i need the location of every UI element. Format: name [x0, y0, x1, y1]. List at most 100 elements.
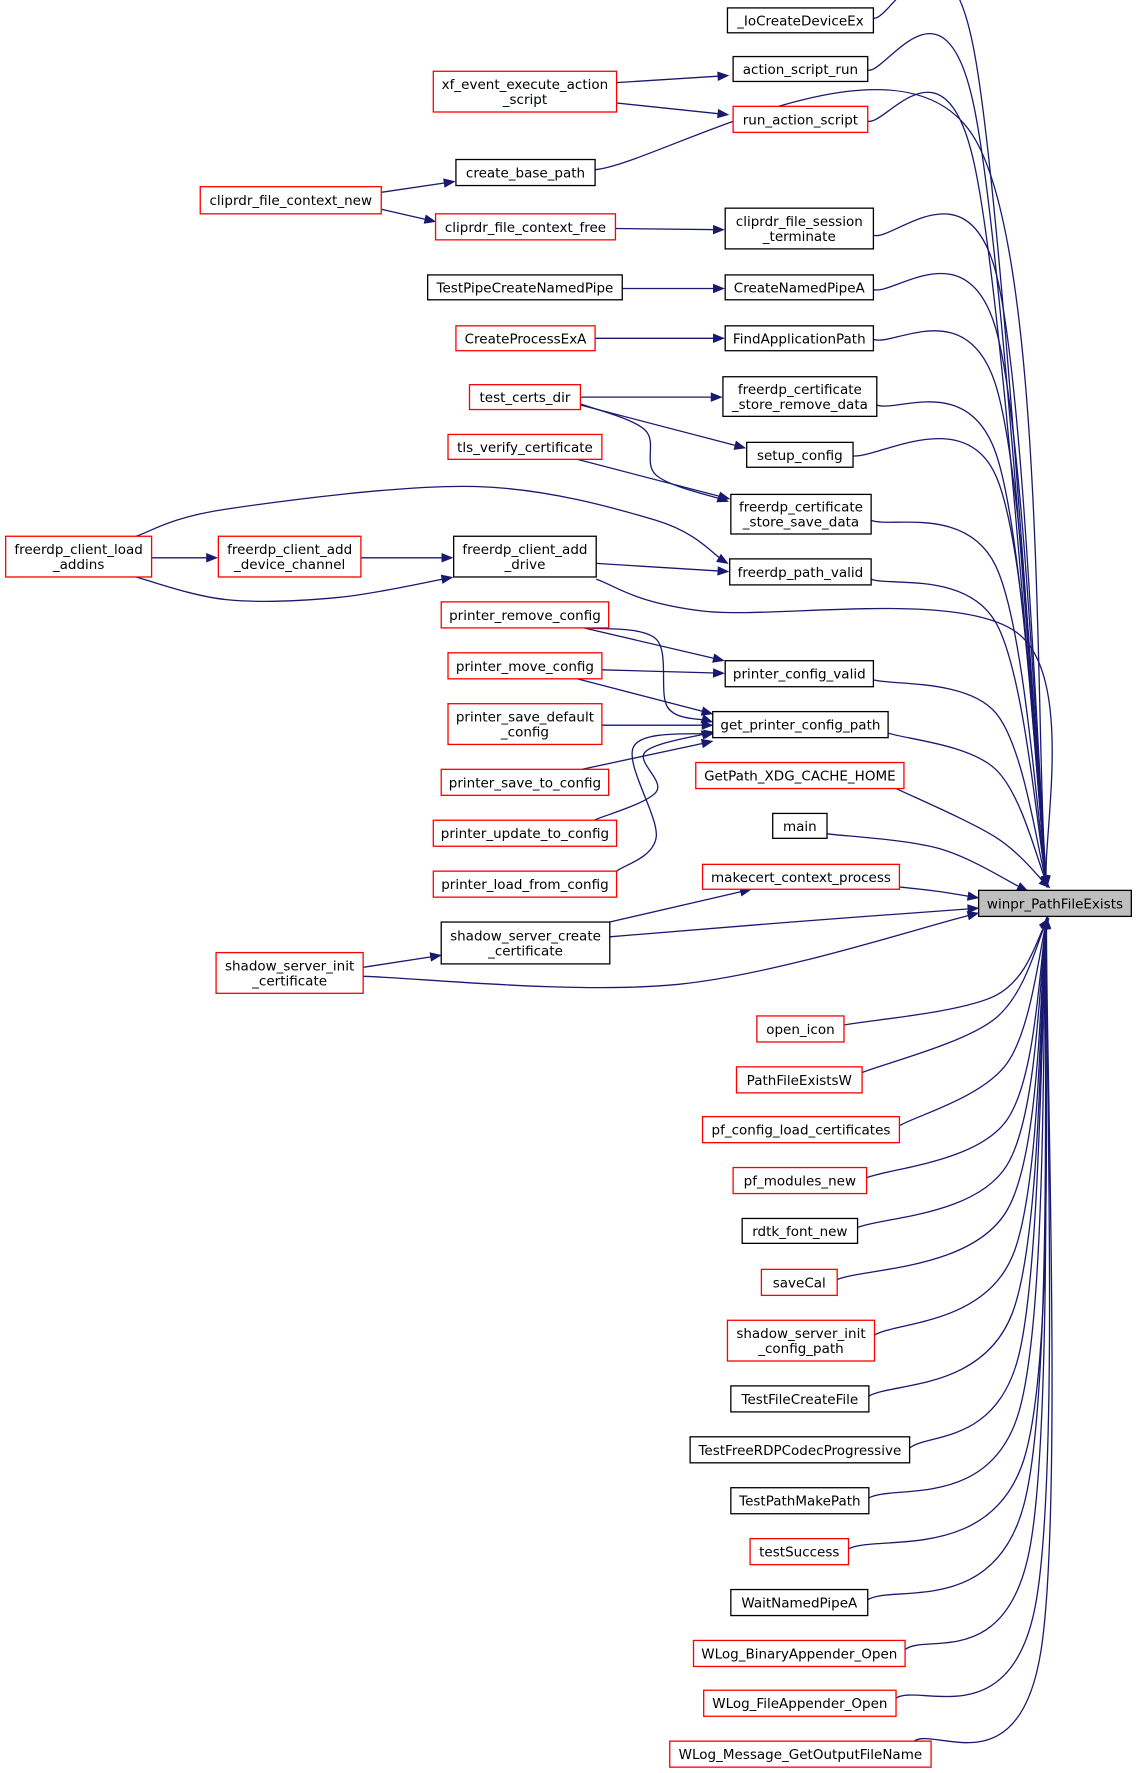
function-node[interactable]: printer_config_valid — [724, 660, 875, 688]
function-node[interactable]: pf_modules_new — [732, 1166, 868, 1195]
function-node[interactable]: GetPath_XDG_CACHE_HOME — [695, 761, 905, 790]
function-node[interactable]: xf_event_execute_action_script — [432, 70, 618, 113]
function-node[interactable]: TestFileCreateFile — [730, 1385, 870, 1413]
function-node[interactable]: shadow_server_init_certificate — [215, 951, 364, 994]
arrowhead-prmove-to-getprinterpath — [700, 706, 714, 716]
function-node[interactable]: saveCal — [760, 1268, 838, 1297]
function-node[interactable]: printer_remove_config — [440, 601, 610, 629]
function-node[interactable]: printer_move_config — [447, 652, 603, 680]
function-node[interactable]: printer_load_from_config — [432, 870, 618, 898]
arrowhead-prsaveto-to-getprinterpath — [700, 738, 714, 749]
function-node[interactable]: shadow_server_create_certificate — [440, 921, 611, 965]
node-box — [726, 7, 875, 34]
function-node[interactable]: printer_save_default_config — [447, 703, 603, 746]
node-box — [426, 274, 623, 301]
edge-adddrive-to-root — [596, 578, 1053, 883]
function-node[interactable]: freerdp_client_add_device_channel — [217, 535, 362, 578]
node-label: shadow_server_create — [450, 928, 601, 944]
arrowhead-shadowinitcert-to-root — [966, 911, 980, 921]
function-node[interactable]: _IoCreateDeviceEx — [726, 7, 875, 34]
node-box — [741, 1217, 859, 1244]
function-node[interactable]: action_script_run — [732, 55, 869, 83]
node-label: printer_update_to_config — [441, 826, 609, 842]
arrowhead-makecert-to-root — [966, 891, 980, 901]
arrowhead-shadowinitcert-to-shadowcreate — [429, 952, 442, 962]
node-label: shadow_server_init — [225, 958, 354, 974]
edge-shadowcreate-to-makecert — [609, 889, 747, 923]
node-box — [701, 863, 901, 890]
node-label: pf_modules_new — [744, 1174, 856, 1190]
node-box — [468, 384, 582, 411]
function-node[interactable]: cliprdr_file_session_terminate — [724, 207, 875, 250]
node-box — [447, 433, 603, 460]
node-label: freerdp_client_add — [462, 542, 587, 558]
node-box — [724, 274, 875, 301]
edge-cliprdrnew-to-createbase — [381, 181, 451, 193]
node-box — [695, 761, 905, 790]
function-node[interactable]: WLog_BinaryAppender_Open — [692, 1639, 906, 1668]
edge-testpathmake-to-root — [868, 921, 1048, 1499]
node-label: printer_load_from_config — [441, 877, 608, 893]
edge-makecert-to-root — [899, 886, 975, 898]
function-node[interactable]: freerdp_path_valid — [729, 558, 872, 586]
edge-adddrive-to-pathvalid — [596, 562, 725, 572]
function-node[interactable]: TestFreeRDPCodecProgressive — [689, 1436, 911, 1464]
function-node[interactable]: FindApplicationPath — [724, 325, 875, 352]
node-label: _script — [502, 92, 547, 108]
node-label: freerdp_path_valid — [738, 565, 864, 581]
function-node[interactable]: open_icon — [756, 1015, 845, 1043]
function-node[interactable]: setup_config — [746, 441, 854, 468]
node-box — [440, 921, 611, 965]
function-node[interactable]: makecert_context_process — [701, 863, 901, 890]
function-node[interactable]: tls_verify_certificate — [447, 433, 603, 460]
edge-pathexistsw-to-root — [861, 921, 1048, 1074]
function-node[interactable]: cliprdr_file_context_new — [199, 186, 382, 215]
node-label: cliprdr_file_context_new — [209, 193, 372, 209]
function-node[interactable]: WLog_Message_GetOutputFileName — [669, 1740, 932, 1768]
node-label: pf_config_load_certificates — [712, 1123, 891, 1139]
function-node[interactable]: WLog_FileAppender_Open — [703, 1689, 897, 1717]
function-node[interactable]: CreateNamedPipeA — [724, 274, 875, 301]
function-node[interactable]: rdtk_font_new — [741, 1217, 859, 1244]
function-node[interactable]: freerdp_client_load_addins — [5, 535, 153, 578]
node-label: printer_save_default — [456, 710, 594, 726]
root-function-node[interactable]: winpr_PathFileExists — [977, 889, 1132, 918]
function-node[interactable]: testSuccess — [749, 1537, 850, 1566]
edge-setupconfig-to-root — [852, 437, 1048, 883]
arrowhead-createproc-to-findapp — [713, 333, 725, 344]
function-node[interactable]: run_action_script — [732, 105, 869, 134]
function-node[interactable]: freerdp_certificate_store_save_data — [730, 493, 872, 535]
node-label: WLog_FileAppender_Open — [712, 1696, 887, 1712]
function-node[interactable]: CreateProcessExA — [455, 325, 596, 352]
function-node[interactable]: WaitNamedPipeA — [730, 1588, 869, 1617]
node-box — [730, 1588, 869, 1617]
function-node[interactable]: printer_update_to_config — [432, 819, 618, 847]
function-node[interactable]: get_printer_config_path — [712, 710, 889, 739]
edge-savecal-to-root — [836, 921, 1048, 1281]
edge-wlogbinary-to-root — [904, 921, 1048, 1651]
node-box — [689, 1436, 911, 1464]
arrowhead-prremove-to-getprinterpath — [700, 714, 714, 724]
function-node[interactable]: shadow_server_init_config_path — [726, 1319, 876, 1362]
node-box — [726, 1319, 876, 1362]
node-label: TestPathMakePath — [738, 1494, 860, 1510]
node-box — [732, 1166, 868, 1195]
function-node[interactable]: create_base_path — [455, 158, 596, 187]
node-box — [724, 207, 875, 250]
function-node[interactable]: freerdp_certificate_store_remove_data — [722, 376, 878, 417]
function-node[interactable]: printer_save_to_config — [440, 768, 610, 796]
node-label: _certificate — [251, 973, 327, 989]
function-node[interactable]: TestPathMakePath — [730, 1487, 870, 1515]
function-node[interactable]: main — [772, 812, 828, 839]
node-box — [701, 1115, 901, 1144]
function-node[interactable]: pf_config_load_certificates — [701, 1115, 901, 1144]
node-label: testSuccess — [759, 1545, 839, 1561]
function-node[interactable]: freerdp_client_add_drive — [453, 535, 597, 578]
edge-pathvalid-to-root — [870, 578, 1048, 883]
function-node[interactable]: TestPipeCreateNamedPipe — [426, 274, 623, 301]
function-node[interactable]: test_certs_dir — [468, 384, 582, 411]
function-node[interactable]: PathFileExistsW — [735, 1066, 863, 1094]
edge-xfevent-to-actionrun — [616, 75, 725, 84]
function-node[interactable]: cliprdr_file_context_free — [434, 213, 617, 241]
node-label: printer_save_to_config — [449, 775, 601, 791]
